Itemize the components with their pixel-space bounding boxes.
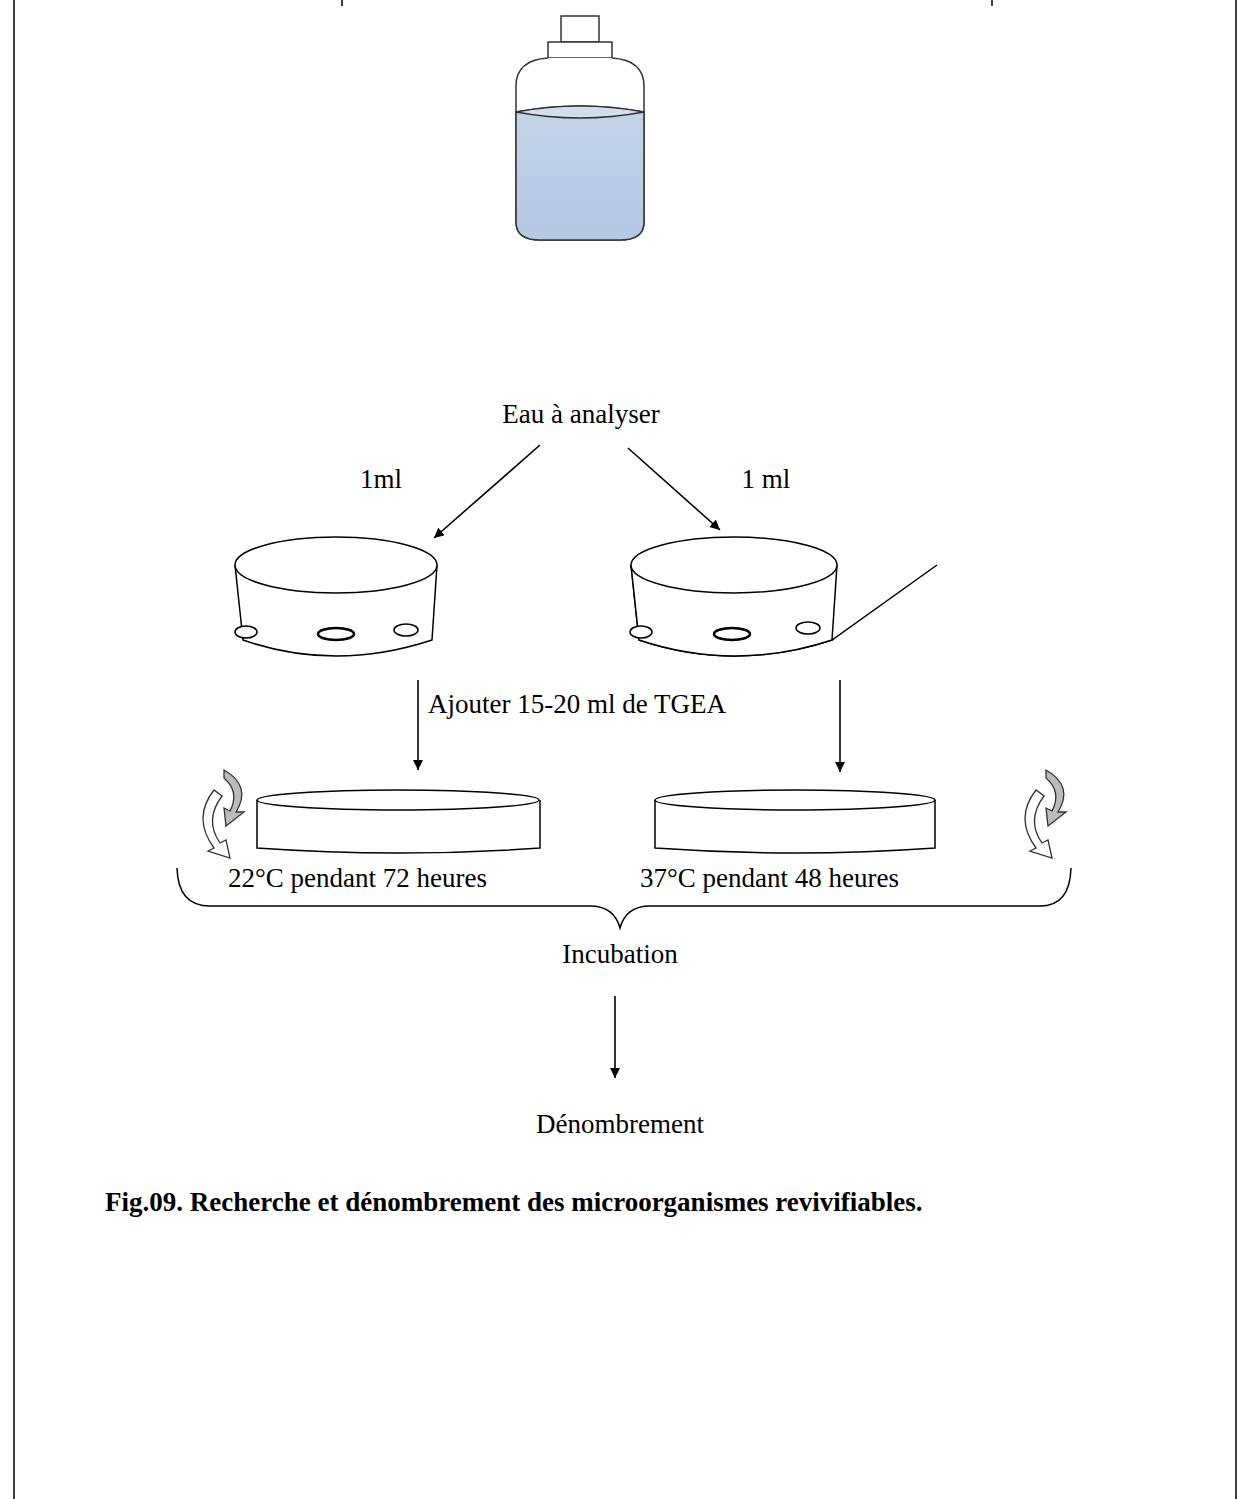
step-label: Dénombrement bbox=[536, 1108, 704, 1140]
volume-label: 1ml bbox=[360, 463, 402, 495]
incubation-condition: 37°C pendant 48 heures bbox=[640, 862, 899, 894]
petri-dish-open bbox=[235, 537, 937, 656]
petri-dish-closed bbox=[257, 790, 935, 853]
volume-label: 1 ml bbox=[742, 463, 791, 495]
step-note: Ajouter 15-20 ml de TGEA bbox=[428, 688, 726, 720]
page-frame bbox=[14, 0, 1236, 1499]
pour-arrow bbox=[434, 445, 720, 538]
step-label: Incubation bbox=[562, 938, 677, 970]
step-arrow bbox=[418, 680, 840, 772]
water-bottle bbox=[516, 16, 644, 240]
water-sample-label: Eau à analyser bbox=[502, 398, 659, 430]
step-arrow bbox=[614, 996, 616, 1078]
mixing-arrow bbox=[203, 770, 1066, 858]
figure-caption: Fig.09. Recherche et dénombrement des mi… bbox=[105, 1186, 1165, 1220]
incubation-condition: 22°C pendant 72 heures bbox=[228, 862, 487, 894]
